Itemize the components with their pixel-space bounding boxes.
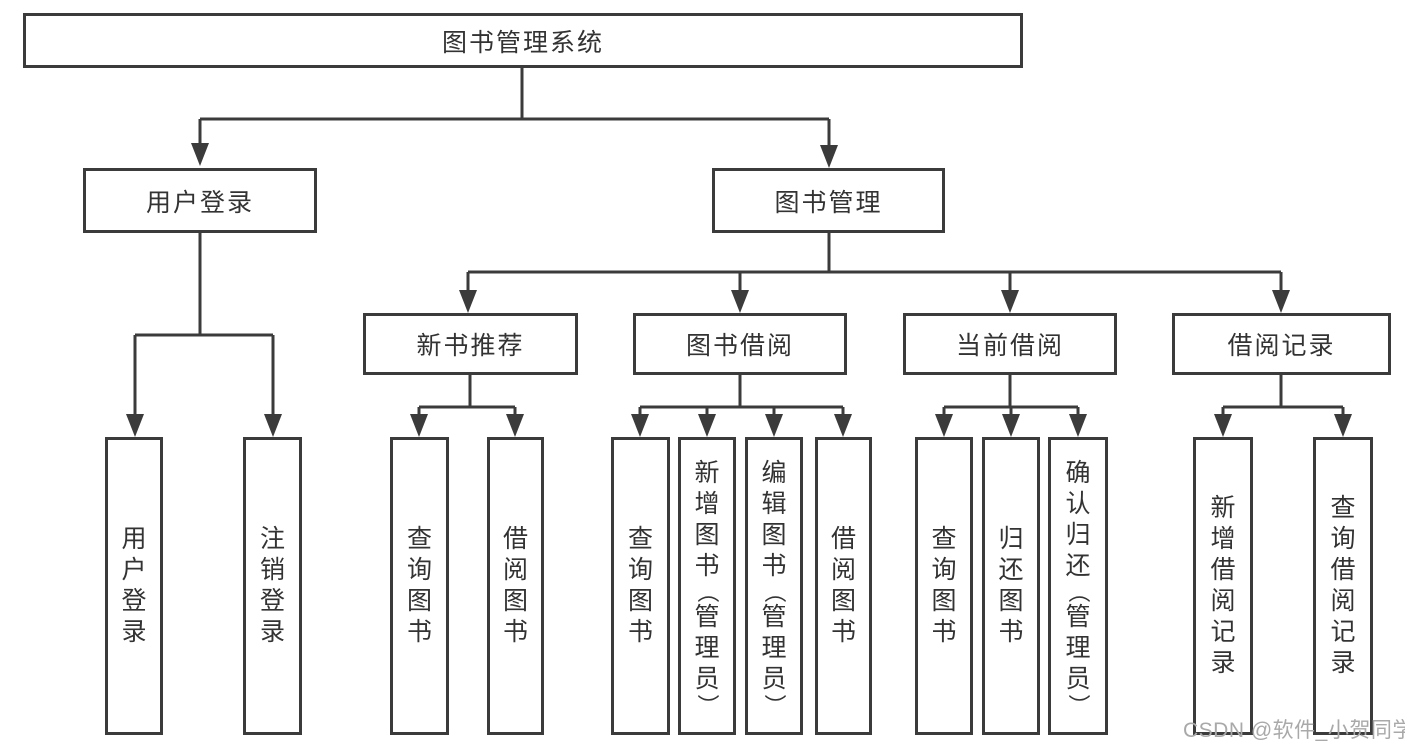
leaf-confirm-return-admin-label: 确认归还（管理员） [1065,458,1091,716]
node-borrow-records: 借阅记录 [1172,313,1391,375]
leaf-return-books: 归还图书 [982,437,1040,735]
leaf-add-borrow-record-label: 新增借阅记录 [1210,494,1236,677]
leaf-query-books-current: 查询图书 [915,437,973,735]
node-current-borrow: 当前借阅 [903,313,1117,375]
node-book-borrow: 图书借阅 [633,313,847,375]
leaf-confirm-return-admin: 确认归还（管理员） [1048,437,1108,735]
node-root: 图书管理系统 [23,13,1023,68]
node-user-login: 用户登录 [83,168,317,233]
leaf-query-books-current-label: 查询图书 [931,525,957,646]
leaf-query-books-recommend: 查询图书 [390,437,449,735]
leaf-query-books-borrow-label: 查询图书 [627,525,653,646]
leaf-edit-book-admin: 编辑图书（管理员） [745,437,803,735]
leaf-return-books-label: 归还图书 [998,525,1024,646]
node-new-book-recommend: 新书推荐 [363,313,578,375]
leaf-borrow-books-recommend-label: 借阅图书 [502,525,528,646]
leaf-add-book-admin: 新增图书（管理员） [678,437,736,735]
leaf-add-borrow-record: 新增借阅记录 [1193,437,1253,735]
leaf-query-books-recommend-label: 查询图书 [406,525,432,646]
leaf-user-login: 用户登录 [105,437,163,735]
leaf-query-books-borrow: 查询图书 [611,437,670,735]
leaf-user-login-label: 用户登录 [121,525,147,646]
node-book-management: 图书管理 [712,168,945,233]
leaf-query-borrow-record-label: 查询借阅记录 [1330,494,1356,677]
leaf-logout-login-label: 注销登录 [259,525,285,646]
leaf-logout-login: 注销登录 [243,437,302,735]
leaf-borrow-books-recommend: 借阅图书 [487,437,544,735]
leaf-edit-book-admin-label: 编辑图书（管理员） [761,458,787,716]
watermark: CSDN @软件_小贺同学 [1183,719,1405,742]
leaf-borrow-books: 借阅图书 [815,437,872,735]
leaf-add-book-admin-label: 新增图书（管理员） [694,458,720,716]
leaf-borrow-books-label: 借阅图书 [830,525,856,646]
leaf-query-borrow-record: 查询借阅记录 [1313,437,1373,735]
